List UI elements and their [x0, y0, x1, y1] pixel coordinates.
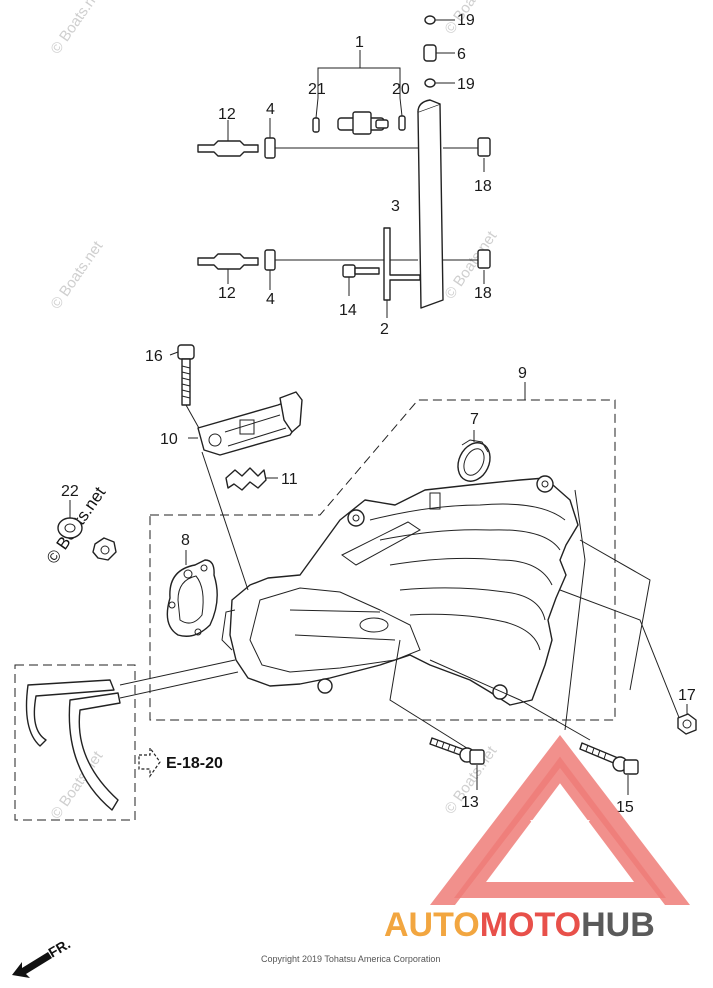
- bolt-18-top: [477, 137, 491, 172]
- reference-arrow: [138, 746, 161, 778]
- callout-7: 7: [470, 411, 479, 428]
- copyright-text: Copyright 2019 Tohatsu America Corporati…: [261, 954, 440, 964]
- fuel-rail: [417, 103, 444, 309]
- callout-8: 8: [181, 532, 190, 549]
- callout-4-top: 4: [266, 101, 275, 118]
- callout-12-bottom: 12: [218, 285, 236, 302]
- vapor-separator-bracket: [197, 391, 303, 456]
- leader-1: [317, 50, 401, 98]
- cap-6: [423, 44, 437, 62]
- logo-part-moto: MOTO: [480, 906, 581, 944]
- o-ring-20: [398, 115, 406, 131]
- callout-22: 22: [61, 483, 79, 500]
- hose-box: [14, 664, 136, 821]
- fuel-hose: [25, 679, 121, 811]
- callout-18-bottom: 18: [474, 285, 492, 302]
- watermark: © Boats.net: [47, 0, 106, 57]
- washer-19-top: [424, 15, 436, 25]
- callout-16: 16: [145, 348, 163, 365]
- watermark: © Boats.net: [441, 227, 500, 302]
- callout-19-lower: 19: [457, 76, 475, 93]
- grommet-22: [57, 517, 83, 539]
- callout-9: 9: [518, 365, 527, 382]
- callout-13: 13: [461, 794, 479, 811]
- bracket-2: [383, 227, 421, 301]
- hose-clamp-11: [225, 467, 267, 491]
- callout-3: 3: [391, 198, 400, 215]
- callout-2: 2: [380, 321, 389, 338]
- callout-11: 11: [281, 471, 298, 488]
- logo-text: AUTOMOTOHUB: [384, 906, 655, 944]
- o-ring-21: [312, 117, 320, 133]
- intake-manifold: [221, 475, 579, 706]
- callout-15: 15: [616, 799, 634, 816]
- callout-17: 17: [678, 687, 696, 704]
- callout-4-bottom: 4: [266, 291, 275, 308]
- bolt-13: [429, 737, 485, 765]
- callout-14: 14: [339, 302, 357, 319]
- watermark: © Boats.net: [47, 237, 106, 312]
- manifold-assembly-box: [149, 399, 616, 721]
- bolt-16: [177, 344, 195, 406]
- automotohub-logo: [430, 735, 690, 905]
- reference-label: E-18-20: [166, 755, 223, 772]
- logo-part-hub: HUB: [581, 906, 655, 944]
- callout-20: 20: [392, 81, 410, 98]
- gasket-8: [166, 559, 218, 637]
- callout-6: 6: [457, 46, 466, 63]
- hose-joint-bottom: [197, 249, 276, 271]
- bolt-15: [579, 742, 639, 775]
- callout-12-top: 12: [218, 106, 236, 123]
- callout-21: 21: [308, 81, 326, 98]
- injector: [337, 111, 389, 135]
- lock-nut: [92, 537, 117, 561]
- callout-19-top: 19: [457, 12, 475, 29]
- logo-part-auto: AUTO: [384, 906, 480, 944]
- washer-19-lower: [424, 78, 436, 88]
- callout-10: 10: [160, 431, 178, 448]
- hose-joint-top: [197, 137, 276, 159]
- callout-18-top: 18: [474, 178, 492, 195]
- nut-17: [677, 713, 697, 735]
- bolt-18-bottom: [477, 249, 491, 284]
- front-direction-arrow: [12, 952, 52, 978]
- bolt-14: [342, 264, 380, 296]
- band-clamp-7: [457, 439, 491, 482]
- callout-1: 1: [355, 34, 364, 51]
